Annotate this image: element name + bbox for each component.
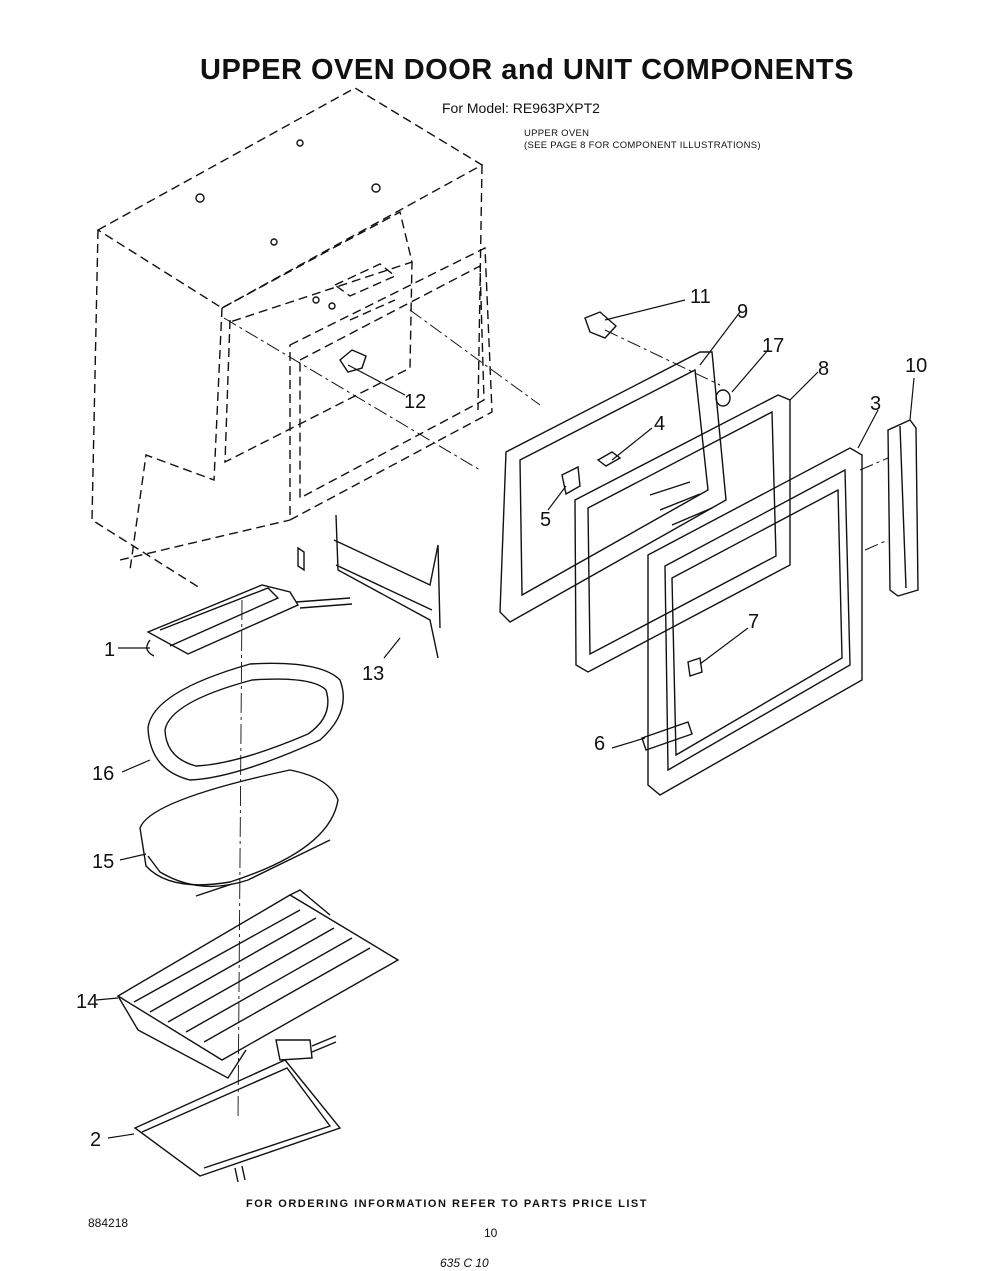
cavity-hole-2 [195,193,205,203]
hinge-part-4 [596,451,622,467]
see-page-note: (SEE PAGE 8 FOR COMPONENT ILLUSTRATIONS) [524,140,761,151]
handwritten-note: 635 C 10 [440,1256,489,1270]
bracket-part-12 [339,349,367,373]
callout-16: 16 [92,763,114,785]
door-liner-part-9 [499,351,727,623]
callout-13: 13 [362,663,384,685]
bake-element-part-2 [133,1035,342,1183]
glass-pack-part-8 [574,394,791,673]
cavity-hole-4 [270,238,278,246]
cavity-hole-1 [296,139,304,147]
callout-17: 17 [762,335,784,357]
callout-1: 1 [104,639,115,661]
door-frame-part-3 [647,447,863,796]
oven-rack-part-14 [116,889,400,1079]
page-number: 10 [484,1226,498,1240]
callout-4: 4 [654,413,665,435]
hinge-part-5 [561,465,581,496]
model-label: For Model: RE963PXPT2 [442,100,600,116]
bracket-part-6 [641,721,693,751]
callout-14: 14 [76,991,98,1013]
cavity-hole-5 [312,296,320,304]
broiler-pan-part-15 [139,769,339,897]
page-title: UPPER OVEN DOOR and UNIT COMPONENTS [200,54,854,86]
callout-3: 3 [870,393,881,415]
cavity-hole-6 [328,302,336,310]
document-number: 884218 [88,1216,129,1230]
upper-oven-note: UPPER OVEN (SEE PAGE 8 FOR COMPONENT ILL… [524,128,761,152]
cavity-hole-3 [371,183,381,193]
callout-9: 9 [737,301,748,323]
plug-part-7 [687,657,703,677]
callout-11: 11 [690,286,711,308]
callout-12: 12 [404,391,426,413]
broil-element-part-1 [146,546,353,657]
shield-part-13 [333,514,441,659]
callout-6: 6 [594,733,605,755]
callout-2: 2 [90,1129,101,1151]
nut-part-17 [715,389,731,407]
callout-10: 10 [905,355,927,377]
callout-8: 8 [818,358,829,380]
callout-5: 5 [540,509,551,531]
upper-oven-label: UPPER OVEN [524,128,590,139]
side-trim-part-10 [887,419,919,597]
upper-oven-cavity [91,87,493,589]
ordering-info: FOR ORDERING INFORMATION REFER TO PARTS … [246,1198,648,1210]
callout-7: 7 [748,611,759,633]
broiler-insert-part-16 [147,662,344,781]
callout-15: 15 [92,851,114,873]
screw-part-11 [584,311,618,339]
